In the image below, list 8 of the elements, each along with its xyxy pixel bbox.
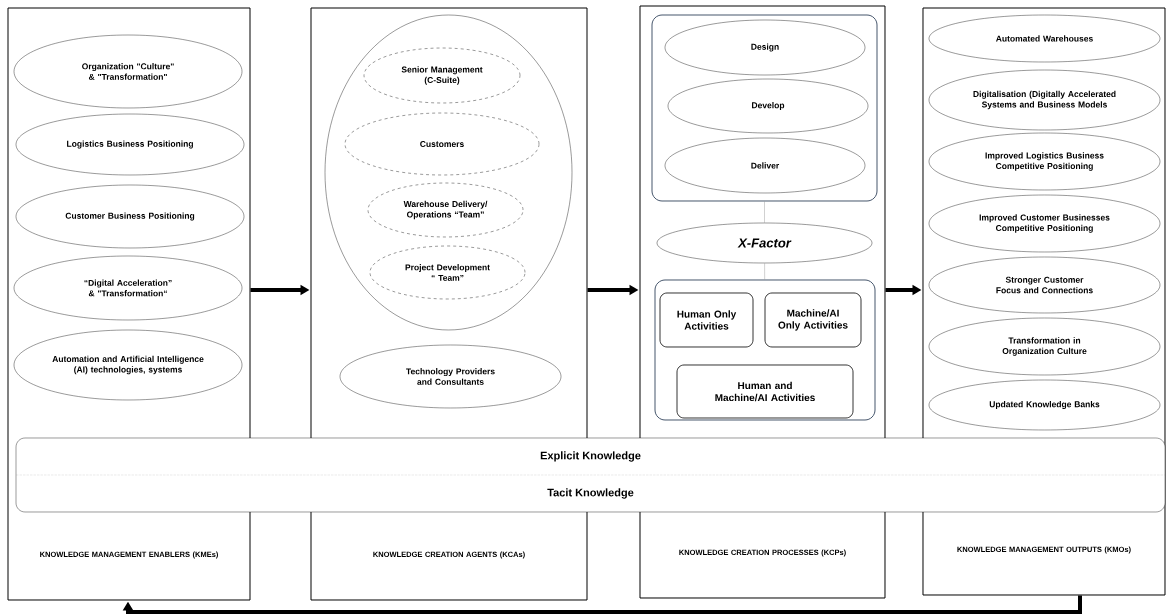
rounded-box — [651, 14, 878, 202]
arrow — [122, 595, 1082, 614]
knowledge-band: Explicit Knowledge Tacit Knowledge — [15, 437, 1166, 513]
rounded-box: Human and Machine/AI Activities — [676, 364, 854, 419]
rounded-box: Machine/AI Only Activities — [764, 292, 862, 348]
rounded-box — [654, 279, 876, 421]
rounded-box: Human Only Activities — [659, 292, 754, 348]
ellipse — [324, 14, 573, 331]
